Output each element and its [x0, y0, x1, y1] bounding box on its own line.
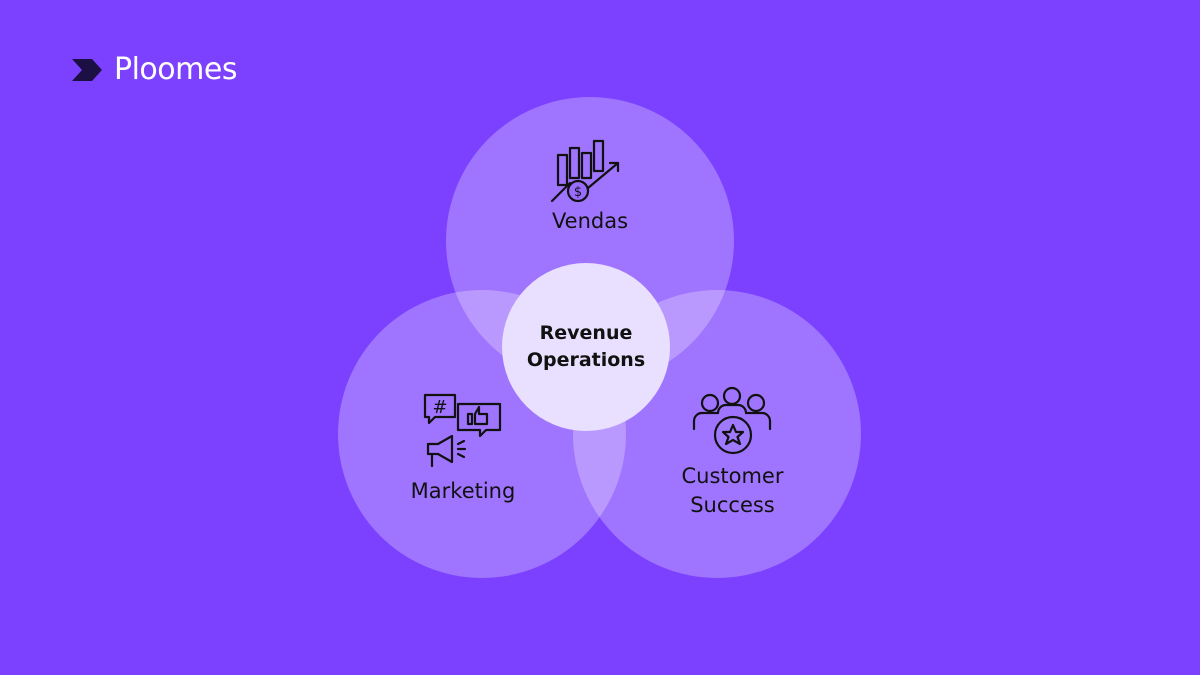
center-line2: Operations: [526, 349, 646, 371]
svg-text:#: #: [432, 397, 447, 418]
marketing-label: Marketing: [410, 479, 516, 503]
customer-success-line1: Customer: [681, 464, 784, 488]
marketing-icon: #: [423, 393, 502, 468]
customer-success-icon: [692, 386, 772, 455]
sales-chart-icon: $: [550, 139, 620, 203]
center-line1: Revenue: [539, 322, 633, 344]
svg-text:$: $: [574, 185, 582, 200]
ploomes-logo: Ploomes: [70, 52, 237, 87]
ploomes-logo-icon: [72, 58, 102, 81]
customer-success-line2: Success: [690, 493, 775, 517]
vendas-label: Vendas: [551, 209, 629, 233]
brand-name: Ploomes: [114, 52, 237, 87]
